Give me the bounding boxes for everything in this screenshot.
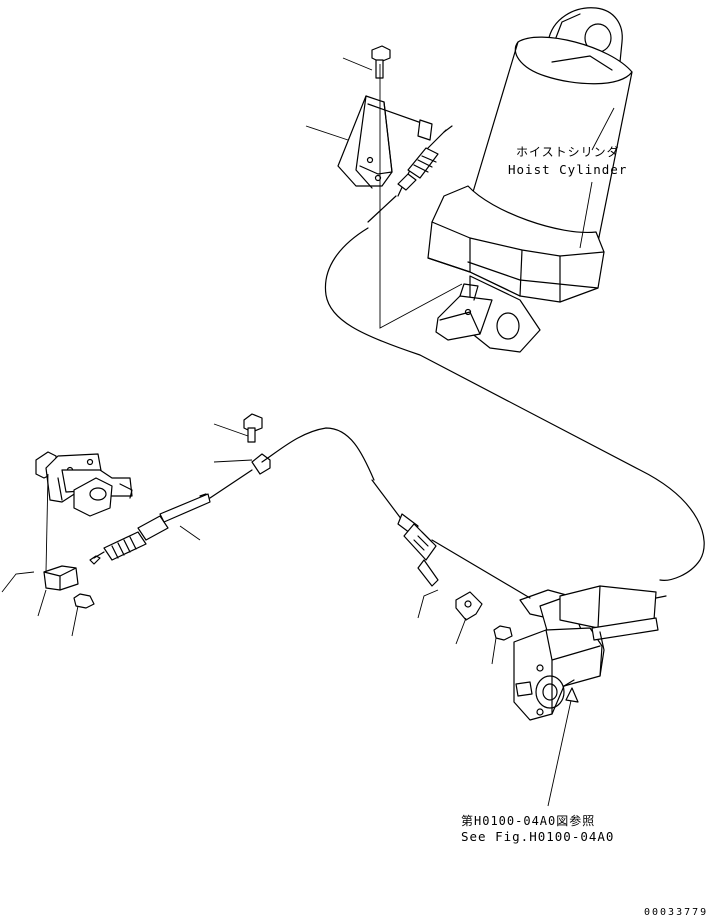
right-cable-end — [371, 479, 439, 587]
left-control-lever — [35, 451, 133, 517]
leader-lines — [1, 57, 615, 807]
lower-left-cable — [89, 493, 211, 565]
cable-clip — [455, 591, 483, 621]
figure-reference-jp: 第H0100-04A0図参照 — [461, 814, 596, 828]
drawing-code: 00033779 — [644, 907, 709, 918]
hoist-cylinder-label-jp: ホイストシリンダ — [516, 145, 620, 159]
upper-bolt — [371, 45, 391, 79]
left-block — [43, 565, 79, 591]
hoist-cylinder — [427, 7, 633, 353]
middle-cable-parts — [243, 413, 271, 475]
left-bolt — [73, 593, 95, 609]
hoist-cylinder-label-en: Hoist Cylinder — [508, 162, 628, 177]
control-valve — [513, 585, 667, 721]
valve-bolt — [493, 625, 513, 641]
upper-cable-end — [367, 103, 453, 197]
cable-routing — [209, 195, 705, 599]
upper-bracket — [337, 95, 393, 189]
figure-reference-en: See Fig.H0100-04A0 — [461, 829, 615, 844]
